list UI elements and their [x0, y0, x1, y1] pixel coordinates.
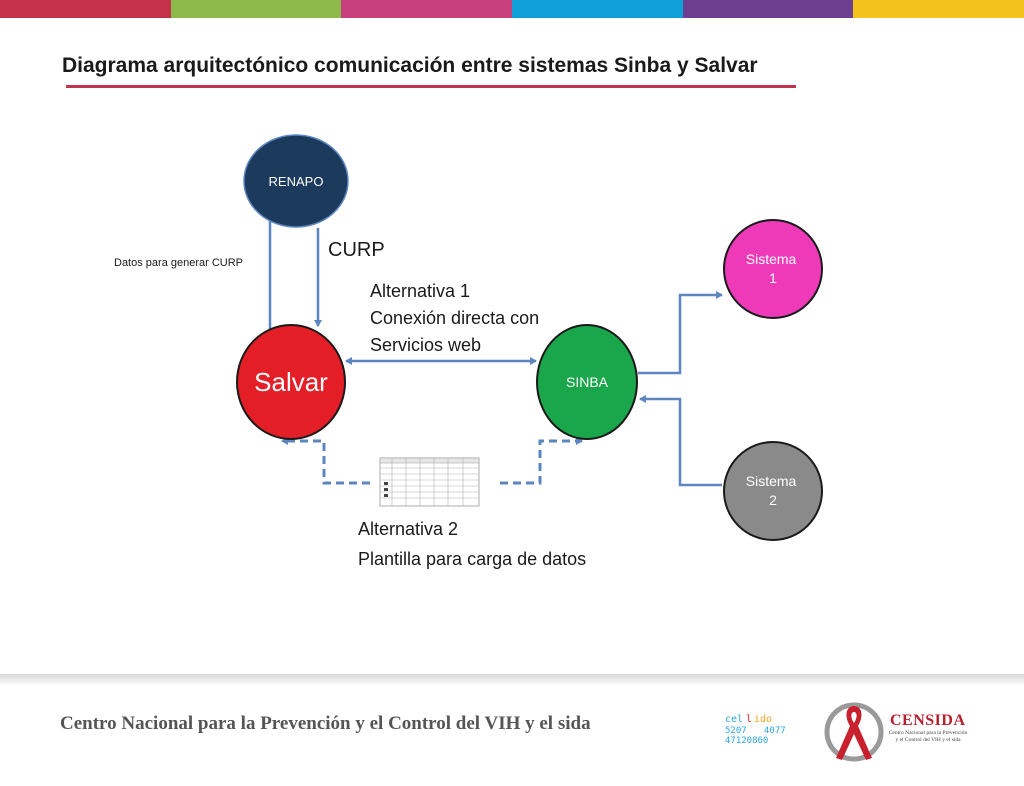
censida-name: CENSIDA — [890, 712, 966, 729]
sistema1-node: Sistema 1 — [723, 219, 823, 319]
dashed-arrow-template-to-sinba — [500, 437, 583, 485]
slide-title: Diagrama arquitectónico comunicación ent… — [62, 54, 758, 77]
svg-text:5207: 5207 — [725, 726, 747, 736]
svg-text:4077: 4077 — [764, 726, 786, 736]
top-color-bar — [0, 0, 1024, 18]
curp-label: CURP — [328, 239, 385, 261]
svg-text:47120860: 47120860 — [725, 736, 768, 746]
red-ribbon-icon — [836, 706, 872, 760]
sinba-label: SINBA — [566, 374, 609, 390]
alternativa2-label: Alternativa 2 Plantilla para carga de da… — [358, 519, 586, 569]
censida-subtitle: Centro Nacional para la Prevención y el … — [886, 730, 970, 744]
dashed-arrow-template-to-salvar — [281, 437, 370, 485]
sistema1-label: Sistema 1 — [746, 251, 800, 286]
renapo-label: RENAPO — [269, 174, 324, 189]
alternativa1-line: Alternativa 1 — [370, 281, 470, 301]
alternativa1-line: Conexión directa con — [370, 308, 539, 328]
censida-subtitle-line: y el Control del VIH y el sida — [895, 737, 961, 743]
top-color-segment — [0, 0, 171, 18]
arrow-sinba-to-sistema1 — [638, 291, 723, 375]
footer-divider — [0, 674, 1024, 686]
top-color-segment — [853, 0, 1024, 18]
alternativa2-line: Alternativa 2 — [358, 519, 458, 539]
censida-subtitle-line: Centro Nacional para la Prevención — [888, 730, 968, 736]
alternativa2-line: Plantilla para carga de datos — [358, 549, 586, 569]
svg-text:l: l — [746, 714, 752, 725]
top-color-segment — [170, 0, 342, 18]
arrow-sistema2-to-sinba — [639, 395, 722, 487]
sinba-node: SINBA — [536, 324, 638, 440]
footer-institution: Centro Nacional para la Prevención y el … — [60, 713, 591, 734]
censida-logo — [824, 702, 884, 762]
sistema1-label-line: Sistema — [746, 251, 797, 267]
sistema2-label-line: 2 — [769, 492, 777, 508]
sistema1-label-line: 1 — [769, 270, 777, 286]
salvar-node: Salvar — [236, 324, 346, 440]
renapo-node: RENAPO — [243, 134, 349, 228]
sistema2-label-line: Sistema — [746, 473, 797, 489]
top-color-segment — [512, 0, 683, 18]
alternativa1-line: Servicios web — [370, 335, 481, 355]
svg-text:cel: cel — [725, 714, 743, 725]
spreadsheet-icon — [379, 457, 480, 507]
top-color-segment — [682, 0, 854, 18]
title-underline — [66, 85, 796, 88]
svg-text:ido: ido — [754, 714, 772, 725]
celebrando-logo: cel l ido 5207 4077 47120860 — [725, 714, 786, 746]
salvar-label: Salvar — [254, 367, 328, 397]
top-color-segment — [341, 0, 513, 18]
datos-curp-label: Datos para generar CURP — [114, 257, 243, 269]
sistema2-label: Sistema 2 — [746, 473, 800, 508]
alternativa1-label: Alternativa 1 Conexión directa con Servi… — [370, 281, 544, 355]
sistema2-node: Sistema 2 — [723, 441, 823, 541]
